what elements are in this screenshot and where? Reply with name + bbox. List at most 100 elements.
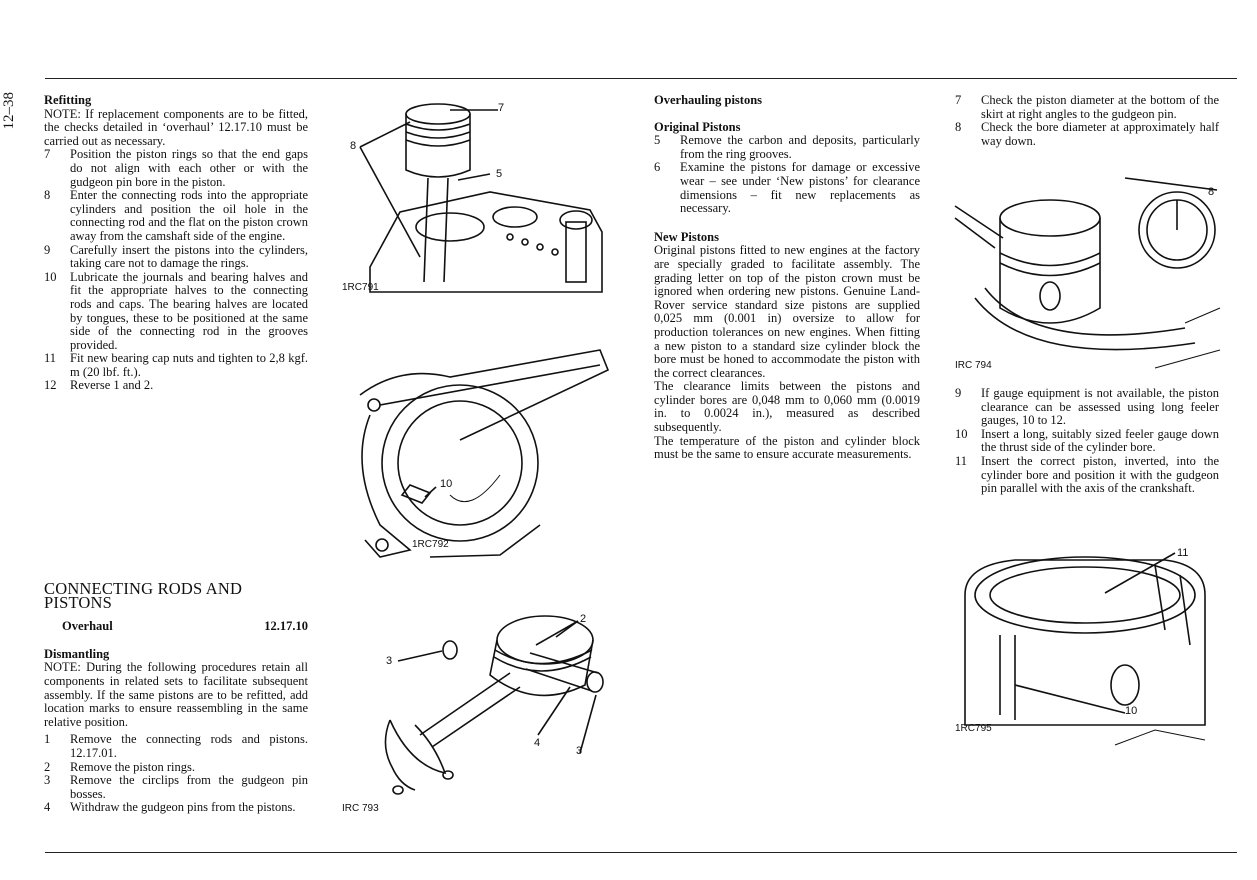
step-text: Check the bore diameter at approximately… <box>981 120 1219 148</box>
step-number: 3 <box>44 773 51 788</box>
step-item: 10 Insert a long, suitably sized feeler g… <box>955 426 1219 455</box>
column-refitting: Refitting NOTE: If replacement component… <box>44 93 308 393</box>
overhaul-row: Overhaul 12.17.10 <box>44 620 308 634</box>
step-number: 5 <box>654 133 661 148</box>
step-item: 8 Enter the connecting rods into the appr… <box>44 188 308 243</box>
callout-11: 11 <box>1177 547 1189 559</box>
step-text: Position the piston rings so that the en… <box>70 147 308 189</box>
step-text: Carefully insert the pistons into the cy… <box>70 242 308 271</box>
step-text: Reverse 1 and 2. <box>70 378 154 393</box>
step-text: Insert the correct piston, inverted, int… <box>981 453 1219 496</box>
step-text: Remove the piston rings. <box>70 759 195 774</box>
piston-rod-exploded-illustration <box>384 615 604 795</box>
step-text: Insert a long, suitably sized feeler gau… <box>981 426 1219 455</box>
connecting-rod-bearing-illustration <box>359 349 610 558</box>
step-item: 11 Insert the correct piston, inverted, i… <box>955 453 1219 496</box>
step-number: 8 <box>44 188 51 203</box>
step-item: 5 Remove the carbon and deposits, particu… <box>654 133 920 161</box>
page-number: 12–38 <box>1 92 17 130</box>
step-item: 2 Remove the piston rings. <box>44 759 308 775</box>
figure-label: IRC 793 <box>342 803 379 814</box>
step-number: 1 <box>44 732 51 747</box>
callout-10: 10 <box>440 478 453 490</box>
dismantling-steps: 1 Remove the connecting rods and pistons.… <box>44 732 308 815</box>
step-item: 10 Lubricate the journals and bearing hal… <box>44 269 308 353</box>
callout-3b: 3 <box>576 745 583 757</box>
step-text: Check the piston diameter at the bottom … <box>981 93 1219 121</box>
step-item: 11 Fit new bearing cap nuts and tighten t… <box>44 351 308 379</box>
top-rule <box>45 78 1237 79</box>
new-pistons-p3: The temperature of the piston and cylind… <box>654 433 920 462</box>
step-text: Fit new bearing cap nuts and tighten to … <box>70 351 308 379</box>
piston-inverted-illustration <box>964 552 1206 746</box>
step-text: Lubricate the journals and bearing halve… <box>70 269 308 352</box>
figure-label: 1RC791 <box>342 282 379 293</box>
figure-1rc795: 11 10 1RC795 <box>955 535 1225 746</box>
step-text: Remove the carbon and deposits, particul… <box>680 133 920 161</box>
step-item: 8 Check the bore diameter at approximatel… <box>955 120 1219 148</box>
figure-label: 1RC792 <box>412 539 449 550</box>
dismantling-title: Dismantling <box>44 646 110 661</box>
callout-7: 7 <box>498 102 505 114</box>
column-checks: 7 Check the piston diameter at the bottom… <box>955 93 1219 148</box>
step-number: 2 <box>44 759 51 774</box>
step-number: 10 <box>955 426 968 441</box>
column-overhauling: Overhauling pistons Original Pistons 5 Re… <box>654 93 920 462</box>
callout-8: 8 <box>1208 186 1215 198</box>
step-number: 4 <box>44 800 51 815</box>
figure-1rc792: 10 1RC792 <box>340 345 620 570</box>
step-item: 3 Remove the circlips from the gudgeon pi… <box>44 773 308 801</box>
step-text: Remove the circlips from the gudgeon pin… <box>70 773 308 801</box>
overhauling-title: Overhauling pistons <box>654 93 763 107</box>
section-title: CONNECTING RODS AND PISTONS <box>44 579 243 612</box>
step-number: 10 <box>44 269 57 284</box>
column-dismantling: CONNECTING RODS AND PISTONS Overhaul 12.… <box>44 579 308 815</box>
callout-3a: 3 <box>386 655 393 667</box>
step-number: 11 <box>44 351 57 366</box>
dismantling-note: NOTE: During the following procedures re… <box>44 660 308 729</box>
step-text: Remove the connecting rods and pistons. … <box>70 732 308 760</box>
step-number: 9 <box>44 242 51 257</box>
callout-8: 8 <box>350 140 357 152</box>
step-text: If gauge equipment is not available, the… <box>981 386 1219 428</box>
dial-gauge-illustration <box>954 177 1221 369</box>
step-text: Examine the pistons for damage or excess… <box>680 160 920 216</box>
bottom-rule <box>45 852 1237 853</box>
step-number: 7 <box>44 147 51 162</box>
callout-5: 5 <box>496 168 503 180</box>
original-pistons-title: Original Pistons <box>654 119 741 134</box>
callout-2: 2 <box>580 613 587 625</box>
piston-cylinder-illustration <box>359 103 603 293</box>
overhaul-label: Overhaul <box>62 619 113 634</box>
figure-1rc791: 7 8 5 1RC791 <box>340 92 620 297</box>
step-text: Withdraw the gudgeon pins from the pisto… <box>70 800 296 815</box>
figure-irc793: 2 3 4 3 IRC 793 <box>340 605 630 825</box>
refitting-title: Refitting <box>44 93 92 107</box>
new-pistons-p1: Original pistons fitted to new engines a… <box>654 243 920 380</box>
figure-irc794: 8 IRC 794 <box>954 177 1225 373</box>
step-item: 12 Reverse 1 and 2. <box>44 379 308 393</box>
step-number: 12 <box>44 378 57 393</box>
step-item: 9 Carefully insert the pistons into the c… <box>44 242 308 271</box>
step-item: 6 Examine the pistons for damage or exces… <box>654 161 920 215</box>
check-steps-top: 7 Check the piston diameter at the bottom… <box>955 93 1219 148</box>
new-pistons-title: New Pistons <box>654 229 719 244</box>
step-number: 7 <box>955 93 962 107</box>
refitting-steps: 7 Position the piston rings so that the e… <box>44 148 308 393</box>
step-number: 8 <box>955 120 962 135</box>
step-text: Enter the connecting rods into the appro… <box>70 188 308 243</box>
original-steps: 5 Remove the carbon and deposits, particu… <box>654 133 920 216</box>
refitting-note: NOTE: If replacement components are to b… <box>44 106 308 148</box>
callout-4: 4 <box>534 737 541 749</box>
figure-label: IRC 794 <box>955 360 992 371</box>
step-item: 4 Withdraw the gudgeon pins from the pist… <box>44 801 308 815</box>
step-number: 11 <box>955 453 968 468</box>
overhaul-code: 12.17.10 <box>264 619 308 634</box>
step-item: 7 Check the piston diameter at the bottom… <box>955 93 1219 121</box>
callout-10: 10 <box>1125 705 1138 717</box>
step-item: 1 Remove the connecting rods and pistons.… <box>44 732 308 760</box>
new-pistons-p2: The clearance limits between the pistons… <box>654 379 920 435</box>
step-number: 6 <box>654 160 661 175</box>
